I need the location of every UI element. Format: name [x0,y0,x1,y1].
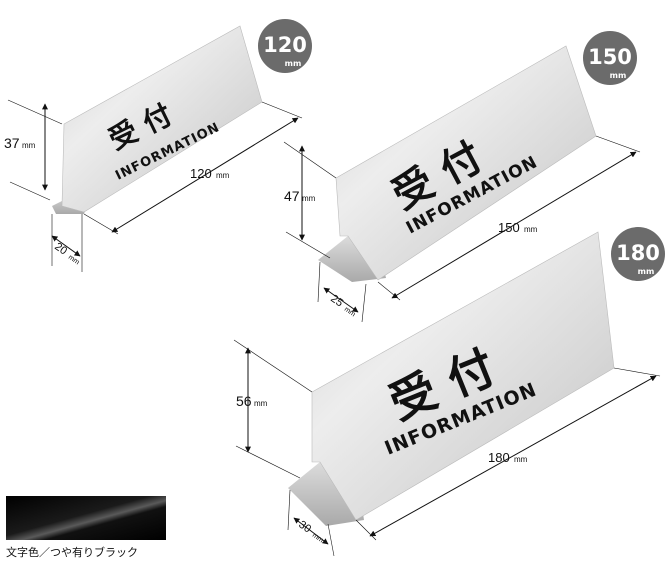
size-badge-unit: mm [610,71,627,80]
size-badge [583,31,637,85]
depth-value: 25 [328,293,345,310]
width-dimension-line [369,375,657,537]
height-unit: mm [22,141,36,150]
width-unit: mm [524,225,538,234]
depth-unit: mm [67,254,81,267]
size-badge-value: 120 [263,33,307,57]
size-badge [611,227,665,281]
height-unit: mm [302,194,316,203]
size-badge-value: 180 [616,241,660,265]
depth-dimension-line [323,287,359,313]
sign-120: 受 付 INFORMATION 37 mm 120 mm 20 mm 120 m… [4,19,312,272]
color-swatch [6,496,166,540]
width-unit: mm [216,171,230,180]
width-value: 120 [190,166,212,181]
width-unit: mm [514,455,528,464]
depth-dimension-line [51,235,81,257]
sign-180: 受 付 INFORMATION 56 mm 180 mm 30 mm 180 m… [233,227,665,557]
depth-value: 20 [52,241,69,258]
size-badge [258,19,312,73]
depth-unit: mm [343,306,357,319]
size-badge-unit: mm [638,267,655,276]
depth-unit: mm [311,532,325,545]
size-badge-value: 150 [588,45,632,69]
width-dimension-line [391,151,637,299]
width-dimension-line [111,117,299,233]
size-badge-unit: mm [285,59,302,68]
height-value: 56 [236,393,252,409]
swatch-caption: 文字色／つや有りブラック [6,546,138,559]
depth-value: 30 [296,519,313,536]
depth-dimension-line [293,517,329,545]
height-unit: mm [254,399,268,408]
height-value: 47 [284,188,300,204]
width-value: 180 [488,450,510,465]
height-value: 37 [4,135,20,151]
width-value: 150 [498,220,520,235]
